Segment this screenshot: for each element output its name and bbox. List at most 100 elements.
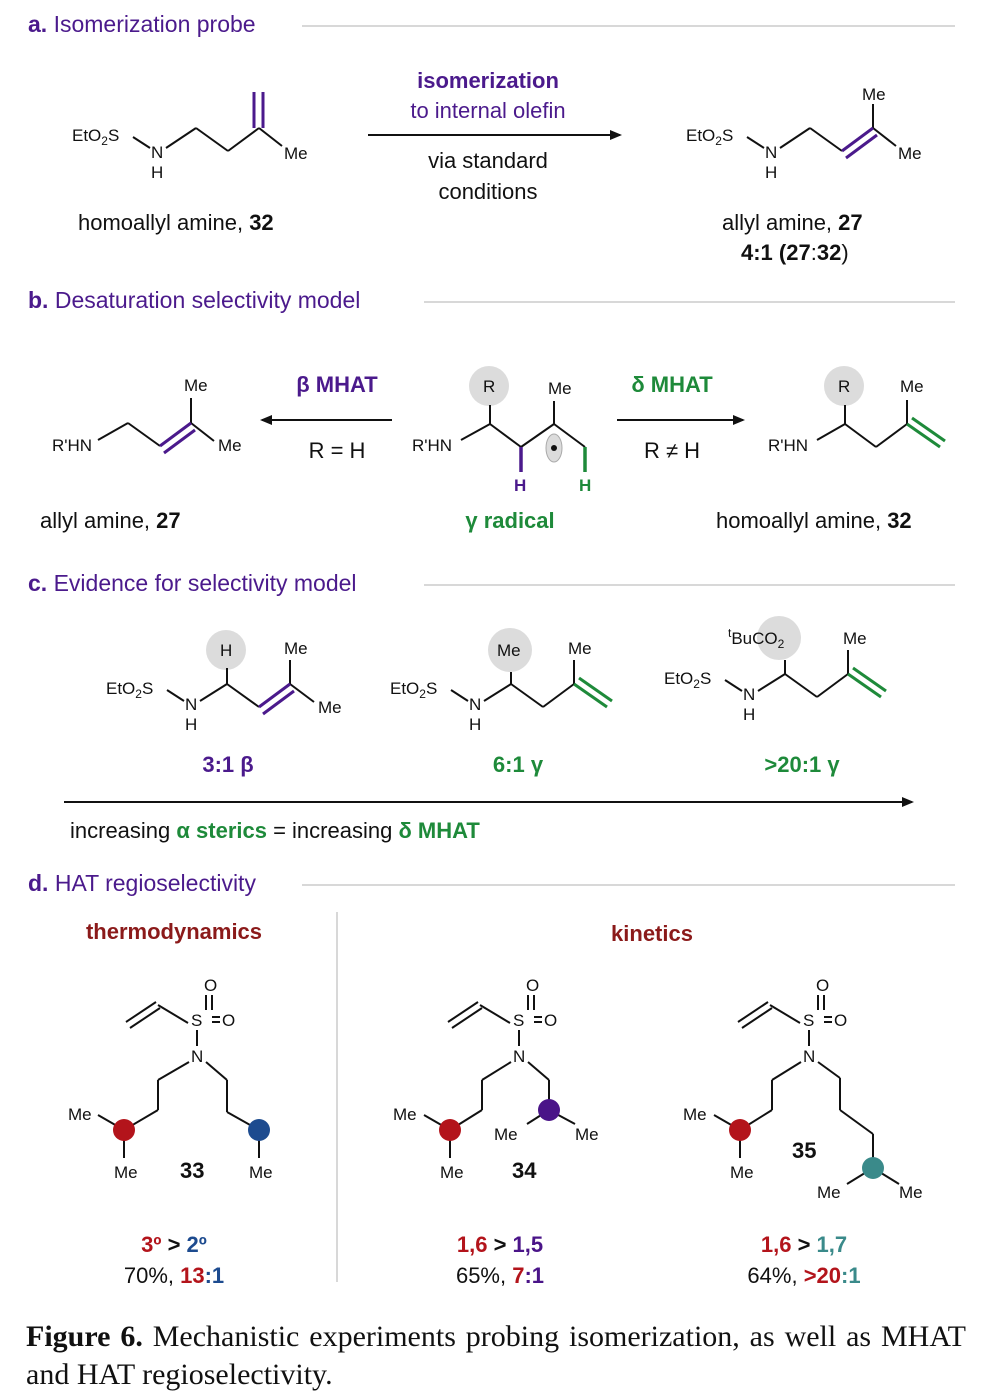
kinetics-heading: kinetics: [611, 921, 693, 946]
svg-text:c. Evidence for selectivity mo: c. Evidence for selectivity model: [28, 570, 357, 596]
svg-text:N: N: [803, 1047, 815, 1066]
svg-text:H: H: [765, 163, 777, 182]
svg-text:R: R: [838, 377, 850, 396]
trend-label: increasing α sterics = increasing δ MHAT: [70, 818, 480, 843]
structure-homoallyl-amine-32-b: R R'HN Me: [768, 366, 946, 455]
section-title: HAT regioselectivity: [55, 870, 257, 896]
svg-text:O: O: [526, 976, 539, 995]
svg-text:N: N: [191, 1047, 203, 1066]
svg-text:Me: Me: [817, 1183, 841, 1202]
section-b-header: b. Desaturation selectivity model: [28, 287, 360, 313]
svg-text:N: N: [513, 1047, 525, 1066]
svg-text:d. HAT regioselectivity: d. HAT regioselectivity: [28, 870, 256, 896]
svg-text:b. Desaturation selectivity mo: b. Desaturation selectivity model: [28, 287, 360, 313]
structure-33: O S O N Me Me Me: [68, 976, 273, 1182]
structure-allyl-amine-27-b: R'HN Me Me: [52, 376, 242, 455]
section-letter: b.: [28, 287, 48, 313]
structure-c2: Me EtO2S N H Me: [390, 628, 613, 734]
svg-text:Me: Me: [184, 376, 208, 395]
section-a-header: a. Isomerization probe: [28, 11, 256, 37]
svg-text:S: S: [803, 1011, 814, 1030]
svg-text:R: R: [483, 377, 495, 396]
svg-text:O: O: [204, 976, 217, 995]
svg-text:Me: Me: [568, 639, 592, 658]
beta-mhat-arrow: β MHAT R = H: [260, 372, 392, 463]
section-title: Isomerization probe: [54, 11, 256, 37]
svg-text:H: H: [743, 705, 755, 724]
svg-text:Me: Me: [548, 379, 572, 398]
section-title: Desaturation selectivity model: [55, 287, 361, 313]
svg-text:N: N: [151, 143, 163, 162]
svg-text:S: S: [513, 1011, 524, 1030]
svg-text:via standard: via standard: [428, 148, 548, 173]
compound-number: 35: [792, 1138, 816, 1163]
svg-text:N: N: [185, 695, 197, 714]
caption-text: Mechanistic experiments probing isomeriz…: [26, 1320, 967, 1391]
section-c-header: c. Evidence for selectivity model: [28, 570, 357, 596]
svg-text:O: O: [834, 1011, 847, 1030]
structure-c1: H EtO2S N H Me Me: [106, 630, 342, 734]
result-line-2: 64%, >20:1: [747, 1263, 860, 1288]
thermodynamics-heading: thermodynamics: [86, 919, 262, 944]
svg-text:β MHAT: β MHAT: [296, 372, 378, 397]
svg-text:Me: Me: [730, 1163, 754, 1182]
svg-text:O: O: [816, 976, 829, 995]
svg-text:R = H: R = H: [309, 438, 366, 463]
svg-text:Me: Me: [899, 1183, 923, 1202]
section-d-header: d. HAT regioselectivity: [28, 870, 256, 896]
result-line-1: 3º > 2º: [141, 1232, 207, 1257]
svg-text:EtO2S: EtO2S: [390, 679, 437, 701]
caption-label: Figure 6.: [26, 1320, 143, 1353]
result-c1: 3:1 β: [202, 752, 253, 777]
isomerization-arrow: isomerization to internal olefin via sta…: [368, 68, 622, 204]
svg-text:H: H: [514, 476, 526, 495]
structure-35: O S O N Me Me Me Me: [683, 976, 923, 1202]
svg-text:Me: Me: [393, 1105, 417, 1124]
structure-gamma-radical: R R'HN Me H H: [412, 366, 591, 495]
svg-text:Me: Me: [318, 698, 342, 717]
svg-text:δ MHAT: δ MHAT: [631, 372, 713, 397]
svg-text:R ≠ H: R ≠ H: [644, 438, 700, 463]
svg-text:S: S: [191, 1011, 202, 1030]
svg-text:Me: Me: [249, 1163, 273, 1182]
svg-text:Me: Me: [843, 629, 867, 648]
section-letter: c.: [28, 570, 47, 596]
svg-text:Me: Me: [284, 144, 308, 163]
svg-text:EtO2S: EtO2S: [72, 126, 119, 148]
allyl-amine-label: allyl amine, 27: [40, 508, 181, 533]
structure-homoallyl-amine-32: EtO2S N H Me: [72, 92, 308, 182]
svg-text:Me: Me: [862, 85, 886, 104]
svg-text:Me: Me: [900, 377, 924, 396]
structure-allyl-amine-27: EtO2S N H Me Me: [686, 85, 922, 182]
svg-text:conditions: conditions: [438, 179, 537, 204]
svg-text:H: H: [579, 476, 591, 495]
svg-text:R'HN: R'HN: [412, 436, 452, 455]
svg-text:Me: Me: [575, 1125, 599, 1144]
svg-text:Me: Me: [497, 641, 521, 660]
svg-text:EtO2S: EtO2S: [106, 679, 153, 701]
result-line-2: 70%, 13:1: [124, 1263, 224, 1288]
svg-text:O: O: [544, 1011, 557, 1030]
svg-text:isomerization: isomerization: [417, 68, 559, 93]
svg-text:Me: Me: [898, 144, 922, 163]
svg-text:N: N: [743, 685, 755, 704]
svg-text:EtO2S: EtO2S: [664, 669, 711, 691]
svg-text:a. Isomerization probe: a. Isomerization probe: [28, 11, 256, 37]
ratio-label: 4:1 (27:32): [741, 240, 849, 265]
homoallyl-amine-label: homoallyl amine, 32: [78, 210, 274, 235]
svg-text:N: N: [765, 143, 777, 162]
gamma-radical-label: γ radical: [465, 508, 554, 533]
figure-caption: Figure 6. Mechanistic experiments probin…: [26, 1318, 966, 1394]
compound-number: 33: [180, 1158, 204, 1183]
result-c2: 6:1 γ: [493, 752, 544, 777]
svg-text:R'HN: R'HN: [52, 436, 92, 455]
svg-text:H: H: [469, 715, 481, 734]
compound-number: 34: [512, 1158, 537, 1183]
structure-c3: tBuCO2 EtO2S N H Me: [664, 616, 887, 724]
homoallyl-amine-label: homoallyl amine, 32: [716, 508, 912, 533]
svg-text:H: H: [220, 641, 232, 660]
svg-text:Me: Me: [683, 1105, 707, 1124]
svg-text:R'HN: R'HN: [768, 436, 808, 455]
svg-text:H: H: [185, 715, 197, 734]
svg-text:N: N: [469, 695, 481, 714]
